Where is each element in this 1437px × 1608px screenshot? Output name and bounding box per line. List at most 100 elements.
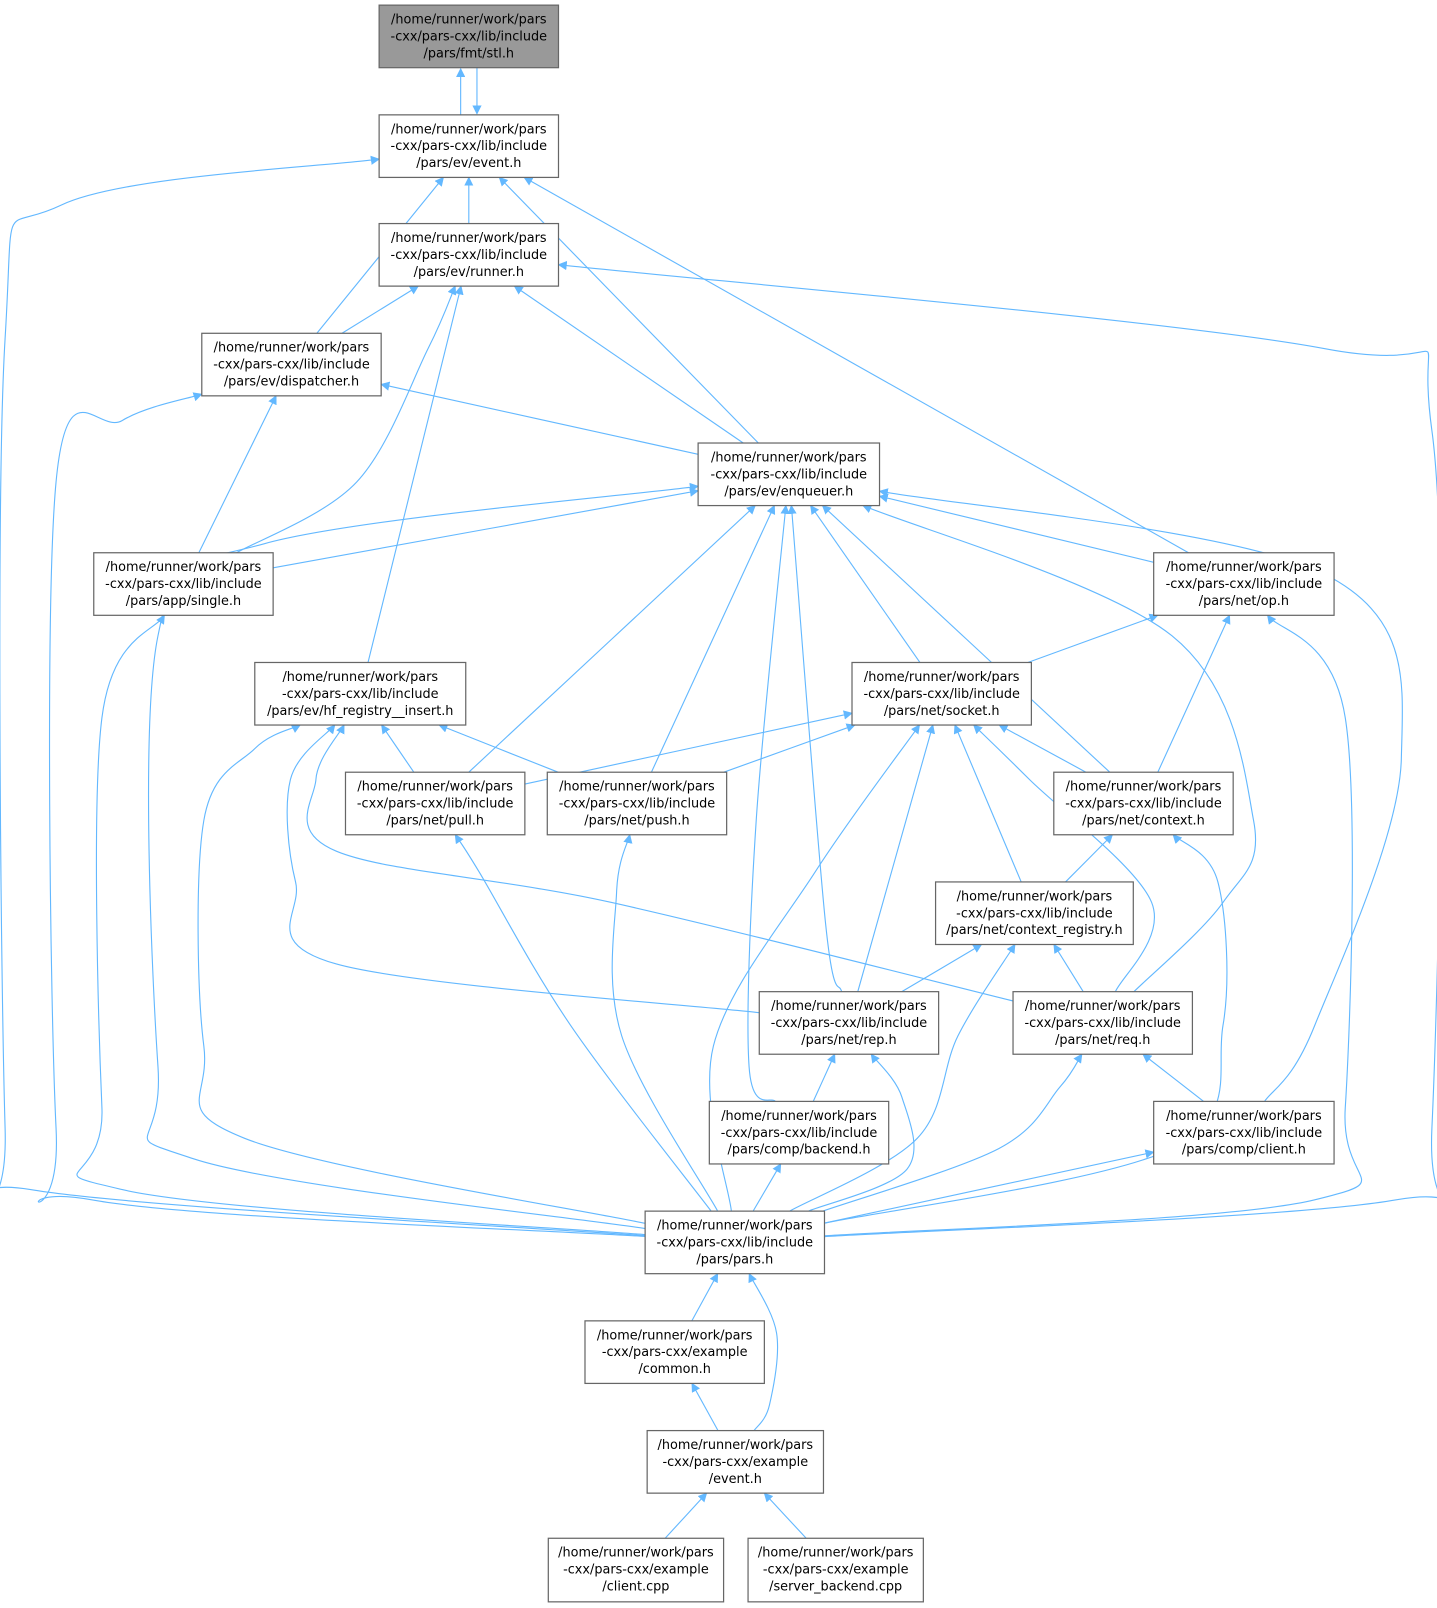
node-label-line: /home/runner/work/pars bbox=[721, 1109, 877, 1124]
node-label-line: /home/runner/work/pars bbox=[391, 13, 547, 28]
node-label-line: /home/runner/work/pars bbox=[1025, 999, 1181, 1014]
node-label-line: /pars/comp/client.h bbox=[1182, 1143, 1306, 1158]
node-label-line: /home/runner/work/pars bbox=[658, 1438, 814, 1453]
node-req[interactable]: /home/runner/work/pars-cxx/pars-cxx/lib/… bbox=[1012, 991, 1194, 1055]
edge-pars-to-backend bbox=[752, 1163, 782, 1212]
edge-pars-to-req bbox=[822, 1053, 1083, 1212]
node-label-line: /pars/ev/dispatcher.h bbox=[224, 375, 359, 390]
node-label-line: /pars/net/push.h bbox=[584, 813, 689, 828]
edge-pars-to-ctxreg bbox=[789, 943, 1016, 1212]
node-event[interactable]: /home/runner/work/pars-cxx/pars-cxx/lib/… bbox=[378, 114, 560, 179]
node-label-line: /home/runner/work/pars bbox=[559, 780, 715, 795]
node-label-line: /home/runner/work/pars bbox=[1066, 780, 1222, 795]
node-enqueuer[interactable]: /home/runner/work/pars-cxx/pars-cxx/lib/… bbox=[697, 442, 881, 507]
node-label-line: /home/runner/work/pars bbox=[657, 1219, 813, 1234]
edge-push-to-hf bbox=[438, 723, 559, 773]
edge-single-to-enqueuer bbox=[273, 487, 700, 569]
edge-pars-to-single bbox=[76, 614, 646, 1236]
node-dispatcher[interactable]: /home/runner/work/pars -cxx/pars-cxx/lib/… bbox=[201, 332, 382, 397]
edge-single-to-dispatcher bbox=[198, 395, 277, 554]
edge-rep-to-socket bbox=[857, 724, 936, 992]
node-label-line: /home/runner/work/pars bbox=[758, 1546, 914, 1561]
node-common[interactable]: /home/runner/work/pars-cxx/pars-cxx/exam… bbox=[584, 1320, 765, 1385]
node-single[interactable]: /home/runner/work/pars-cxx/pars-cxx/lib/… bbox=[93, 552, 274, 616]
node-label-line: -cxx/pars-cxx/lib/include bbox=[657, 1235, 814, 1250]
edge-pars-to-rep bbox=[808, 1053, 915, 1212]
node-label-line: -cxx/pars-cxx/lib/include bbox=[711, 467, 868, 482]
node-label-line: -cxx/pars-cxx/lib/include bbox=[771, 1016, 928, 1031]
node-exevent[interactable]: /home/runner/work/pars -cxx/pars-cxx/exam… bbox=[646, 1429, 825, 1494]
edge-context-to-op bbox=[1157, 614, 1231, 773]
edge-single-to-runner bbox=[236, 285, 457, 554]
node-label-line: /home/runner/work/pars bbox=[391, 231, 547, 246]
edge-pars-to-runner bbox=[557, 260, 1437, 1238]
node-label-line: -cxx/pars-cxx/lib/include bbox=[391, 248, 548, 263]
node-context[interactable]: /home/runner/work/pars-cxx/pars-cxx/lib/… bbox=[1053, 771, 1234, 836]
node-op[interactable]: /home/runner/work/pars-cxx/pars-cxx/lib/… bbox=[1153, 552, 1335, 616]
node-label-line: /pars/net/context.h bbox=[1082, 813, 1205, 828]
node-label-line: -cxx/pars-cxx/lib/include bbox=[863, 687, 1020, 702]
node-pars[interactable]: /home/runner/work/pars-cxx/pars-cxx/lib/… bbox=[644, 1210, 826, 1275]
node-label-line: /home/runner/work/pars bbox=[558, 1546, 714, 1561]
edge-enqueuer-to-runner bbox=[513, 285, 744, 444]
node-label-line: -cxx/pars-cxx/lib/include bbox=[391, 29, 548, 44]
node-label-line: /home/runner/work/pars bbox=[214, 341, 370, 356]
node-label-line: -cxx/pars-cxx/lib/include bbox=[105, 577, 262, 592]
node-box bbox=[254, 661, 467, 726]
node-label-line: /home/runner/work/pars bbox=[864, 670, 1020, 685]
edge-req-to-socket bbox=[973, 724, 1155, 992]
edge-req-to-hf bbox=[306, 724, 1014, 1002]
edge-op-to-event bbox=[523, 176, 1189, 554]
edge-pars-to-enqueuer bbox=[146, 482, 700, 1230]
node-push[interactable]: /home/runner/work/pars -cxx/pars-cxx/lib/… bbox=[546, 771, 728, 836]
edge-enqueuer-to-dispatcher bbox=[380, 381, 699, 455]
node-serverbackend[interactable]: /home/runner/work/pars-cxx/pars-cxx/exam… bbox=[747, 1537, 924, 1603]
edge-pars-to-pull bbox=[454, 833, 712, 1212]
node-box bbox=[1012, 991, 1194, 1055]
edge-dispatcher-to-runner bbox=[341, 285, 420, 334]
edge-pars-to-context bbox=[824, 834, 1228, 1224]
node-label-line: /pars/net/socket.h bbox=[884, 704, 1000, 719]
node-box bbox=[646, 1429, 825, 1494]
node-socket[interactable]: /home/runner/work/pars -cxx/pars-cxx/lib/… bbox=[851, 661, 1032, 726]
edge-push-to-enqueuer bbox=[650, 504, 776, 773]
node-box bbox=[93, 552, 274, 616]
node-label-line: /pars/ev/hf_registry__insert.h bbox=[267, 704, 453, 719]
node-label-line: -cxx/pars-cxx/lib/include bbox=[559, 797, 716, 812]
node-ctxreg[interactable]: /home/runner/work/pars-cxx/pars-cxx/lib/… bbox=[934, 881, 1134, 946]
node-label-line: -cxx/pars-cxx/lib/include bbox=[213, 358, 370, 373]
node-clientcpp[interactable]: /home/runner/work/pars-cxx/pars-cxx/exam… bbox=[547, 1537, 725, 1603]
node-label-line: -cxx/pars-cxx/example bbox=[662, 1455, 808, 1470]
edge-push-to-socket bbox=[723, 723, 856, 773]
edge-pars-to-event bbox=[0, 155, 646, 1237]
edge-clientcpp-to-exevent bbox=[664, 1492, 708, 1539]
edge-ctxreg-to-context bbox=[1065, 834, 1114, 883]
edge-req-to-ctxreg bbox=[1053, 943, 1084, 992]
edge-pull-to-hf bbox=[381, 724, 415, 773]
node-rep[interactable]: /home/runner/work/pars-cxx/pars-cxx/lib/… bbox=[758, 991, 940, 1055]
node-client[interactable]: /home/runner/work/pars-cxx/pars-cxx/lib/… bbox=[1153, 1100, 1335, 1165]
node-label-line: /pars/app/single.h bbox=[126, 594, 241, 609]
node-label-line: -cxx/pars-cxx/lib/include bbox=[956, 906, 1113, 921]
node-label-line: /pars/pars.h bbox=[696, 1252, 773, 1267]
edge-pars-to-dispatcher bbox=[37, 392, 646, 1238]
edge-pars-to-client bbox=[824, 1149, 1155, 1224]
edge-hf-to-runner bbox=[367, 285, 464, 663]
edge-pars-to-push bbox=[611, 833, 719, 1212]
node-label-line: -cxx/pars-cxx/lib/include bbox=[391, 139, 548, 154]
node-hf[interactable]: /home/runner/work/pars-cxx/pars-cxx/lib/… bbox=[254, 661, 467, 726]
node-pull[interactable]: /home/runner/work/pars-cxx/pars-cxx/lib/… bbox=[344, 771, 526, 836]
node-box bbox=[697, 442, 881, 507]
node-label-line: /pars/ev/event.h bbox=[416, 156, 521, 171]
node-label-line: /client.cpp bbox=[602, 1580, 669, 1595]
node-box bbox=[201, 332, 382, 397]
node-label-line: -cxx/pars-cxx/lib/include bbox=[1166, 1126, 1323, 1141]
node-stl[interactable]: /home/runner/work/pars-cxx/pars-cxx/lib/… bbox=[378, 4, 560, 69]
node-label-line: -cxx/pars-cxx/lib/include bbox=[1166, 577, 1323, 592]
node-label-line: /home/runner/work/pars bbox=[282, 670, 438, 685]
edge-context-to-socket bbox=[998, 724, 1087, 773]
node-backend[interactable]: /home/runner/work/pars-cxx/pars-cxx/lib/… bbox=[708, 1100, 890, 1165]
edge-backend-to-enqueuer bbox=[747, 504, 790, 1102]
node-runner[interactable]: /home/runner/work/pars -cxx/pars-cxx/lib/… bbox=[378, 222, 560, 287]
node-box bbox=[546, 771, 728, 836]
